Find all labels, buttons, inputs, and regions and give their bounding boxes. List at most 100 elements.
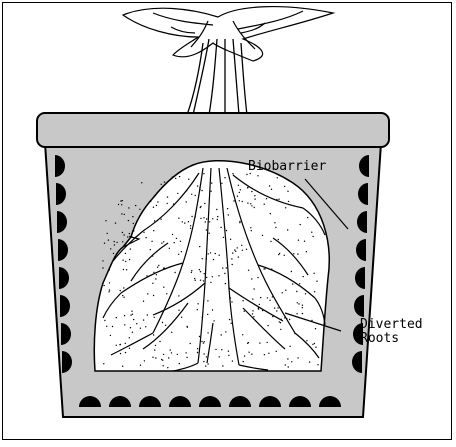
soil-speck — [163, 241, 164, 242]
soil-speck — [221, 334, 222, 335]
soil-speck — [275, 227, 276, 228]
soil-speck — [203, 173, 204, 174]
soil-speck — [197, 303, 198, 304]
soil-speck — [224, 177, 225, 178]
soil-speck — [178, 310, 179, 311]
soil-speck — [276, 351, 277, 352]
soil-speck — [243, 361, 244, 362]
soil-speck — [178, 218, 179, 219]
soil-speck — [122, 366, 123, 367]
soil-speck — [178, 295, 179, 296]
soil-speck — [181, 251, 182, 252]
soil-speck — [270, 241, 271, 242]
soil-speck — [260, 297, 261, 298]
soil-speck — [206, 277, 207, 278]
soil-speck — [289, 346, 290, 347]
soil-speck — [209, 221, 210, 222]
soil-speck — [174, 242, 175, 243]
soil-speck — [232, 264, 233, 265]
soil-speck — [132, 216, 133, 217]
soil-speck — [197, 352, 198, 353]
soil-speck — [147, 314, 148, 315]
soil-speck — [104, 243, 105, 244]
soil-speck — [167, 203, 168, 204]
soil-speck — [124, 324, 125, 325]
soil-speck — [190, 228, 191, 229]
soil-speck — [242, 334, 243, 335]
soil-speck — [123, 234, 124, 235]
soil-speck — [195, 195, 196, 196]
soil-speck — [150, 201, 151, 202]
soil-speck — [231, 301, 232, 302]
soil-speck — [122, 260, 123, 261]
soil-speck — [204, 341, 205, 342]
soil-speck — [298, 303, 299, 304]
soil-speck — [213, 320, 214, 321]
soil-speck — [242, 250, 243, 251]
soil-speck — [114, 241, 115, 242]
soil-speck — [285, 290, 286, 291]
soil-speck — [121, 213, 122, 214]
soil-speck — [282, 292, 283, 293]
soil-speck — [288, 201, 289, 202]
soil-speck — [228, 351, 229, 352]
soil-speck — [163, 365, 164, 366]
soil-speck — [231, 258, 232, 259]
soil-speck — [280, 329, 281, 330]
soil-speck — [234, 249, 235, 250]
soil-speck — [210, 282, 211, 283]
soil-speck — [228, 355, 229, 356]
soil-speck — [217, 219, 218, 220]
soil-speck — [204, 203, 205, 204]
soil-speck — [250, 203, 251, 204]
diagram-frame — [2, 2, 452, 440]
soil-speck — [197, 309, 198, 310]
soil-speck — [284, 255, 285, 256]
soil-speck — [130, 248, 131, 249]
soil-speck — [165, 325, 166, 326]
soil-speck — [269, 300, 270, 301]
soil-speck — [222, 365, 223, 366]
soil-speck — [186, 201, 187, 202]
soil-speck — [153, 295, 154, 296]
soil-speck — [128, 207, 129, 208]
soil-speck — [229, 319, 230, 320]
soil-speck — [116, 345, 117, 346]
soil-speck — [123, 297, 124, 298]
soil-speck — [316, 281, 317, 282]
soil-speck — [174, 272, 175, 273]
soil-speck — [304, 241, 305, 242]
soil-speck — [129, 348, 130, 349]
soil-speck — [252, 298, 253, 299]
soil-speck — [122, 200, 123, 201]
soil-speck — [302, 307, 303, 308]
soil-speck — [204, 273, 205, 274]
soil-speck — [133, 319, 134, 320]
soil-speck — [242, 300, 243, 301]
soil-speck — [209, 233, 210, 234]
soil-speck — [221, 183, 222, 184]
soil-speck — [116, 242, 117, 243]
soil-speck — [109, 269, 110, 270]
soil-speck — [306, 251, 307, 252]
soil-speck — [212, 218, 213, 219]
soil-speck — [143, 301, 144, 302]
soil-speck — [203, 342, 204, 343]
soil-speck — [177, 193, 178, 194]
pot-rim — [37, 113, 389, 147]
soil-speck — [240, 189, 241, 190]
soil-speck — [239, 192, 240, 193]
potted-tree-diagram — [3, 3, 456, 447]
diverted-roots-label-line2: Roots — [360, 332, 399, 346]
soil-speck — [125, 343, 126, 344]
soil-speck — [232, 173, 233, 174]
soil-speck — [147, 293, 148, 294]
soil-speck — [207, 363, 208, 364]
soil-speck — [182, 221, 183, 222]
soil-speck — [305, 293, 306, 294]
soil-speck — [102, 267, 103, 268]
soil-speck — [201, 341, 202, 342]
soil-speck — [110, 248, 111, 249]
soil-speck — [271, 189, 272, 190]
soil-speck — [264, 204, 265, 205]
